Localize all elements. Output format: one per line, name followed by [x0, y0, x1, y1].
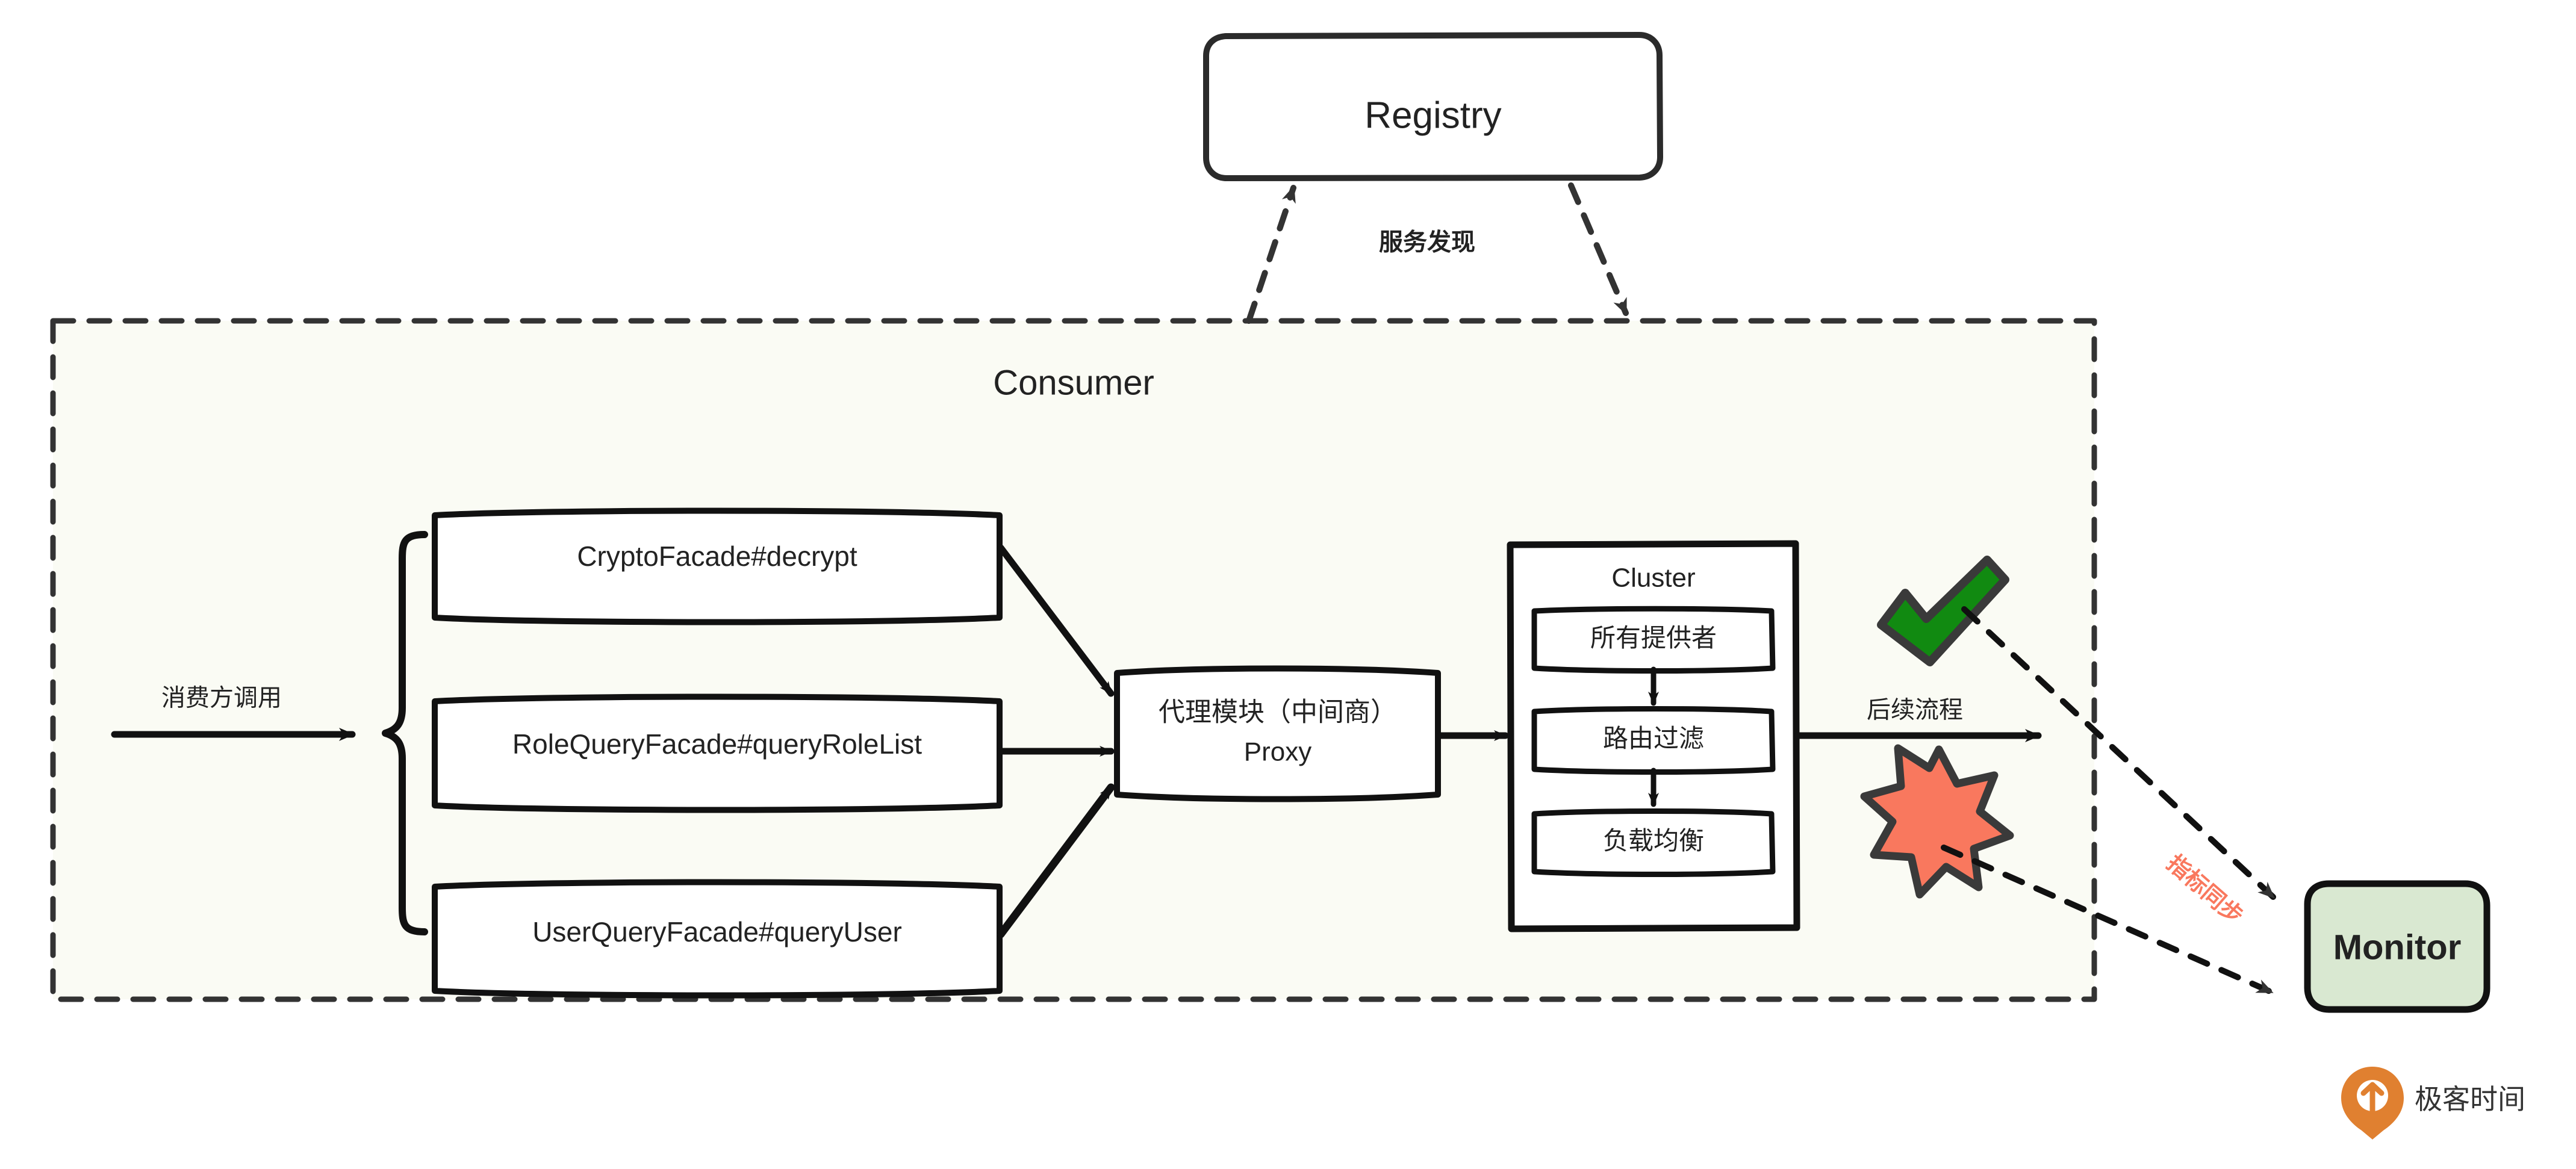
proxy-label-line1: 代理模块（中间商）: [1159, 698, 1397, 727]
service-discovery-arrow-up: [1246, 185, 1296, 324]
facade-group-brace: [382, 531, 428, 935]
facade-list: CryptoFacade#decrypt RoleQueryFacade#que…: [432, 507, 1003, 999]
registry-node[interactable]: Registry: [1203, 32, 1663, 181]
registry-label: Registry: [1364, 95, 1501, 136]
cluster-step-providers-label: 所有提供者: [1590, 624, 1717, 652]
service-discovery-edge: 服务发现: [1246, 182, 1629, 324]
cluster-step-routefilter[interactable]: 路由过滤: [1531, 706, 1776, 775]
cluster-step-providers-shape: [1531, 606, 1776, 674]
facade-box-userquery-shape: [432, 879, 1003, 999]
cluster-step-loadbalance-shape: [1531, 808, 1776, 877]
edge-userquery-to-proxy: [997, 783, 1115, 938]
watermark-text: 极客时间: [2415, 1084, 2525, 1115]
metric-sync-arrow-from-check: [1961, 606, 2276, 900]
edge-crypto-to-proxy: [997, 544, 1115, 697]
proxy-node[interactable]: 代理模块（中间商） Proxy: [1114, 665, 1441, 802]
geektime-pin-logo-icon: [2341, 1067, 2404, 1140]
check-mark-icon: [1877, 556, 2009, 666]
cluster-node[interactable]: Cluster 所有提供者 路由过滤 负载均衡: [1507, 540, 1800, 932]
facade-box-crypto[interactable]: CryptoFacade#decrypt: [432, 507, 1003, 625]
facade-box-rolequery-shape: [432, 693, 1003, 813]
cluster-title: Cluster: [1611, 563, 1695, 593]
cluster-step-routefilter-label: 路由过滤: [1603, 724, 1704, 752]
registry-box: [1203, 32, 1663, 181]
facade-label-rolequery: RoleQueryFacade#queryRoleList: [512, 728, 922, 760]
next-flow-edge: 后续流程: [1794, 697, 2042, 742]
star-burst-icon: [1860, 744, 2014, 899]
cluster-step-loadbalance-label: 负载均衡: [1603, 826, 1704, 855]
consumer-call-label: 消费方调用: [161, 685, 282, 712]
service-discovery-label: 服务发现: [1379, 229, 1475, 256]
consumer-call-edge: 消费方调用: [111, 685, 356, 741]
cluster-step-routefilter-shape: [1531, 706, 1776, 775]
facade-box-userquery[interactable]: UserQueryFacade#queryUser: [432, 879, 1003, 999]
monitor-label: Monitor: [2333, 928, 2462, 967]
next-flow-label: 后续流程: [1867, 697, 1963, 724]
consumer-title: Consumer: [993, 363, 1154, 402]
facade-to-proxy-edges: [997, 544, 1115, 938]
watermark: 极客时间: [2341, 1067, 2525, 1140]
service-discovery-arrow-down: [1568, 182, 1629, 316]
cluster-step-loadbalance[interactable]: 负载均衡: [1531, 808, 1776, 877]
metric-sync-arrow-from-burst: [1941, 845, 2274, 995]
monitor-box-shape: [2304, 880, 2490, 1013]
cluster-step-providers[interactable]: 所有提供者: [1531, 606, 1776, 674]
facade-label-userquery: UserQueryFacade#queryUser: [532, 916, 902, 947]
monitor-node[interactable]: Monitor: [2304, 880, 2490, 1013]
proxy-label-line2: Proxy: [1244, 737, 1311, 767]
facade-label-crypto: CryptoFacade#decrypt: [577, 541, 857, 572]
proxy-box-shape: [1114, 665, 1441, 802]
facade-box-rolequery[interactable]: RoleQueryFacade#queryRoleList: [432, 693, 1003, 813]
facade-box-crypto-shape: [432, 507, 1003, 625]
